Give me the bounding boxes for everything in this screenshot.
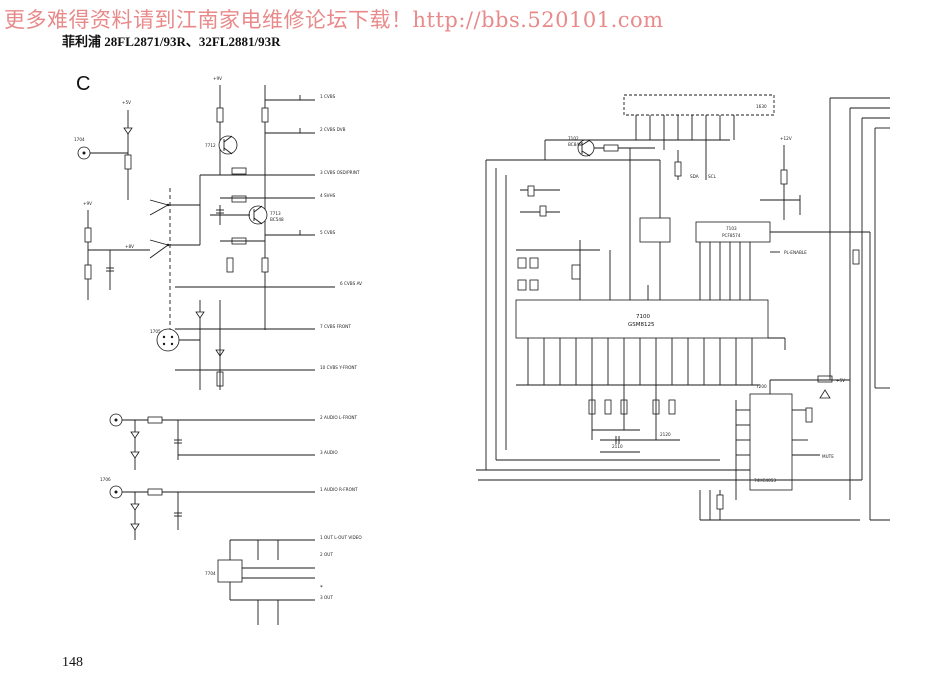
label-out-1: 1 CVBS — [320, 94, 336, 99]
label-out-4: 4 SVHS — [320, 193, 336, 198]
label-supply-5v: +5V — [122, 100, 131, 105]
label-ic-7100: 7100 — [636, 314, 650, 320]
label-supply-9v-a: +9V — [83, 201, 92, 206]
page-number: 148 — [62, 655, 83, 670]
label-out-10: 10 CVBS Y-FRONT — [320, 365, 358, 370]
label-out-3: 3 CVBS OSD/PRINT — [320, 170, 360, 175]
label-supply-5v-right: +5V — [836, 378, 845, 383]
label-signal-mute: MUTE — [822, 454, 834, 459]
label-transistor-7102: 7102 — [568, 136, 579, 141]
label-signal-scl: SCL — [708, 174, 717, 179]
resistor — [124, 154, 132, 170]
ic-7103 — [695, 221, 771, 243]
label-out-12: 2 AUDIO L-FRONT — [320, 415, 358, 420]
left-panel-circuit: 1704 +5V +9V +8V — [74, 76, 362, 625]
transistor-7712 — [218, 135, 238, 155]
label-out-17: 3 OUT — [320, 595, 333, 600]
label-ic-7103: 7103 — [726, 226, 737, 231]
label-supply-12v: +12V — [780, 136, 792, 141]
label-supply-9v-b: +9V — [213, 76, 222, 81]
label-ref-2120: 2120 — [660, 432, 671, 437]
panel-letter: C — [76, 73, 91, 95]
opto-ic-7704 — [217, 559, 243, 583]
label-out-6: 6 CVBS AV — [340, 281, 362, 286]
label-ic-7200-part: 74HC4053 — [754, 478, 776, 483]
label-out-16: 1 OUT L-OUT VIDEO — [320, 535, 362, 540]
label-ic-7100-part: GSM8125 — [628, 322, 655, 328]
label-out-5: 5 CVBS — [320, 230, 336, 235]
ic-7100 — [515, 299, 769, 339]
label-out-14: 1 AUDIO R-FRONT — [320, 487, 358, 492]
label-out-7: 7 CVBS FRONT — [320, 324, 351, 329]
label-out-2: 2 CVBS DVB — [320, 127, 346, 132]
watermark-banner: 更多难得资料请到江南家电维修论坛下载！http://bbs.520101.com — [4, 8, 664, 32]
label-ic-7103-part: PCF8574 — [722, 233, 741, 238]
label-connector-1706: 1706 — [100, 477, 111, 482]
diode — [123, 127, 133, 135]
label-transistor-7713: 7713 — [270, 211, 281, 216]
label-star: * — [320, 585, 323, 591]
label-transistor-7712: 7712 — [205, 143, 216, 148]
label-out-13: 3 AUDIO — [320, 450, 338, 455]
label-signal-sda: SDA — [690, 174, 699, 179]
connector-header-1630 — [623, 94, 775, 116]
document-header: 菲利浦 28FL2871/93R、32FL2881/93R — [62, 34, 281, 49]
label-connector-1630: 1630 — [756, 104, 767, 109]
label-signal-pl-enable: PL-ENABLE — [784, 250, 807, 255]
label-bc548: BC548 — [270, 217, 284, 222]
label-supply-8v: +8V — [125, 244, 134, 249]
label-connector-1704: 1704 — [74, 137, 85, 142]
label-opto-ic: 7704 — [205, 571, 216, 576]
right-panel-circuit: 1630 7102 BC848 — [476, 94, 890, 521]
label-ref-2110: 2110 — [612, 444, 623, 449]
ic-7200 — [749, 393, 793, 491]
label-out-15: 2 OUT — [320, 552, 333, 557]
label-bc848: BC848 — [568, 142, 582, 147]
label-ic-7200: 7200 — [756, 384, 767, 389]
label-connector-1705: 1705 — [150, 329, 161, 334]
